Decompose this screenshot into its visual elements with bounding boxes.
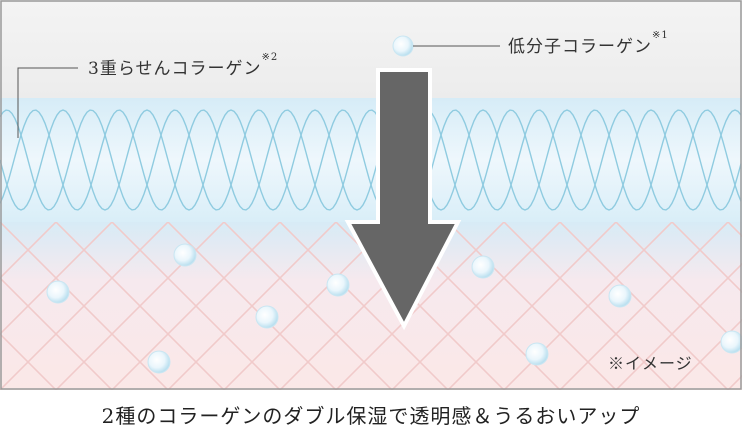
triple-helix-footnote: ※2 xyxy=(261,52,279,63)
collagen-particle-icon xyxy=(326,273,350,297)
triple-helix-strands xyxy=(0,109,742,211)
low-molecular-label: 低分子コラーゲン※1 xyxy=(508,30,669,57)
image-note: ※イメージ xyxy=(608,354,693,373)
collagen-particles xyxy=(46,35,742,374)
collagen-particle-icon xyxy=(147,350,171,374)
low-molecular-label-text: 低分子コラーゲン xyxy=(508,37,652,57)
triple-helix-label-text: 3重らせんコラーゲン xyxy=(88,59,262,79)
helix-strand xyxy=(0,109,742,211)
collagen-particle-icon xyxy=(471,255,495,279)
helix-strand xyxy=(0,109,742,211)
caption: 2種のコラーゲンのダブル保湿で透明感＆うるおいアップ xyxy=(101,404,641,428)
leader-line-triple xyxy=(17,67,78,138)
collagen-diagram xyxy=(0,0,742,390)
background-top xyxy=(0,0,742,100)
collagen-particle-icon xyxy=(392,35,414,57)
collagen-particle-icon xyxy=(608,284,632,308)
collagen-particle-icon xyxy=(173,243,197,267)
triple-helix-label: 3重らせんコラーゲン※2 xyxy=(88,52,279,79)
collagen-particle-icon xyxy=(255,305,279,329)
collagen-particle-icon xyxy=(46,280,70,304)
diagram-frame xyxy=(0,0,742,390)
low-molecular-footnote: ※1 xyxy=(652,30,669,41)
down-arrow-icon xyxy=(344,68,462,331)
surface-band xyxy=(0,98,742,222)
collagen-particle-icon xyxy=(525,342,549,366)
collagen-particle-icon xyxy=(720,330,742,354)
helix-strand xyxy=(0,109,742,211)
